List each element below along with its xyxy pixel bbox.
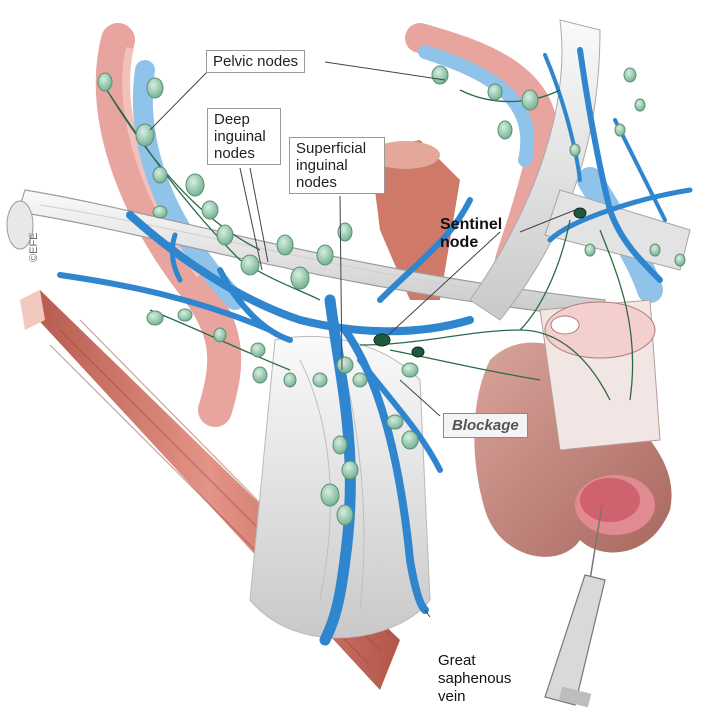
sentinel-line-2: node	[440, 234, 479, 251]
pelvic-nodes-label: Pelvic nodes	[206, 50, 306, 73]
great-saphenous-vein-label: Great saphenous vein	[438, 652, 511, 706]
adductor-muscle	[370, 140, 460, 300]
superficial-line-2: inguinal	[296, 157, 348, 174]
superficial-line-3: nodes	[296, 174, 337, 191]
copyright-mark: ©EFE	[28, 232, 40, 263]
deep-inguinal-nodes-label: Deep inguinal nodes	[207, 108, 281, 165]
great-line-2: saphenous	[438, 670, 512, 687]
sentinel-line-1: Sentinel	[440, 216, 503, 233]
syringe	[544, 504, 606, 708]
blockage-label: Blockage	[443, 413, 528, 438]
deep-inguinal-line-1: Deep	[214, 111, 250, 128]
lymph-nodes	[97, 65, 686, 526]
great-line-1: Great	[438, 652, 476, 669]
superficial-line-1: Superficial	[296, 140, 367, 157]
deep-inguinal-line-2: inguinal	[214, 128, 266, 145]
great-line-3: vein	[438, 688, 466, 705]
leader-lines	[149, 61, 576, 618]
sentinel-node-label: Sentinel node	[440, 216, 502, 252]
superficial-inguinal-nodes-label: Superficial inguinal nodes	[289, 137, 385, 194]
deep-inguinal-line-3: nodes	[214, 145, 255, 162]
